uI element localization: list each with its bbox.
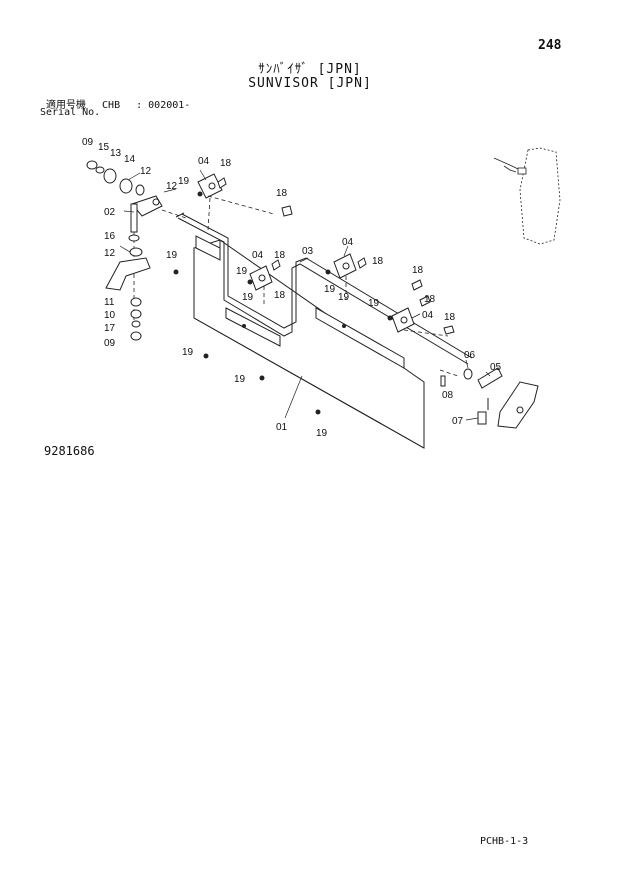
callout-15: 15 xyxy=(98,142,110,153)
title-japanese: ｻﾝﾊﾞｲｻﾞ [JPN] xyxy=(258,62,362,77)
serial-jp-label: 適用号機 xyxy=(46,100,86,111)
title-english: SUNVISOR [JPN] xyxy=(248,76,372,91)
serial-model: CHB xyxy=(102,100,121,111)
callout-04: 04 xyxy=(198,156,210,167)
callout-04: 04 xyxy=(422,310,434,321)
callout-19: 19 xyxy=(324,284,336,295)
location-inset xyxy=(493,147,561,245)
callout-14: 14 xyxy=(124,154,136,165)
serial-en-label: Serial No. xyxy=(40,107,101,118)
callout-19: 19 xyxy=(166,250,178,261)
figure-number: 9281686 xyxy=(44,444,95,458)
callout-06: 06 xyxy=(464,350,476,361)
callout-19: 19 xyxy=(178,176,190,187)
rail-rod xyxy=(175,212,473,365)
callout-04: 04 xyxy=(342,237,354,248)
callout-09: 09 xyxy=(82,137,94,148)
callout-18: 18 xyxy=(274,290,286,301)
hinge-bracket-mid-right xyxy=(333,253,357,279)
callout-18: 18 xyxy=(444,312,456,323)
callout-08: 08 xyxy=(442,390,454,401)
callout-11: 11 xyxy=(104,297,115,308)
right-end-assembly xyxy=(440,367,539,429)
callout-19: 19 xyxy=(338,292,350,303)
page-number: 248 xyxy=(538,38,562,53)
hinge-bracket-top xyxy=(197,173,223,199)
slider-brackets xyxy=(195,235,405,369)
push-pins xyxy=(173,191,393,415)
callout-13: 13 xyxy=(110,148,122,159)
callout-19: 19 xyxy=(234,374,246,385)
callout-19: 19 xyxy=(316,428,328,439)
callout-18: 18 xyxy=(276,188,288,199)
callout-12: 12 xyxy=(166,181,178,192)
callout-19: 19 xyxy=(236,266,248,277)
callout-18: 18 xyxy=(372,256,384,267)
serial-row: 適用号機 CHB : 002001- xyxy=(46,96,200,111)
callout-18: 18 xyxy=(274,250,286,261)
callout-17: 17 xyxy=(104,323,116,334)
callout-01: 01 xyxy=(276,422,288,433)
callout-19: 19 xyxy=(242,292,254,303)
footer-code: PCHB-1-3 xyxy=(480,836,529,847)
left-pivot-assembly xyxy=(86,160,163,341)
callout-16: 16 xyxy=(104,231,116,242)
screws xyxy=(217,177,455,335)
callout-12: 12 xyxy=(140,166,152,177)
callout-18: 18 xyxy=(424,294,436,305)
callout-19: 19 xyxy=(368,298,380,309)
callout-18: 18 xyxy=(220,158,232,169)
callout-labels: 01 02 03 04 04 04 04 05 06 07 08 09 09 1… xyxy=(82,137,502,439)
callout-18: 18 xyxy=(412,265,424,276)
callout-12: 12 xyxy=(104,248,116,259)
callout-19: 19 xyxy=(182,347,194,358)
callout-02: 02 xyxy=(104,207,116,218)
callout-10: 10 xyxy=(104,310,116,321)
callout-09: 09 xyxy=(104,338,116,349)
callout-04: 04 xyxy=(252,250,264,261)
callout-07: 07 xyxy=(452,416,464,427)
serial-range: : 002001- xyxy=(136,100,191,111)
hinge-bracket-mid-left xyxy=(249,265,273,291)
callout-leaders xyxy=(119,169,491,421)
callout-03: 03 xyxy=(302,246,314,257)
hinge-bracket-lower-right xyxy=(391,307,415,333)
callout-05: 05 xyxy=(490,362,502,373)
